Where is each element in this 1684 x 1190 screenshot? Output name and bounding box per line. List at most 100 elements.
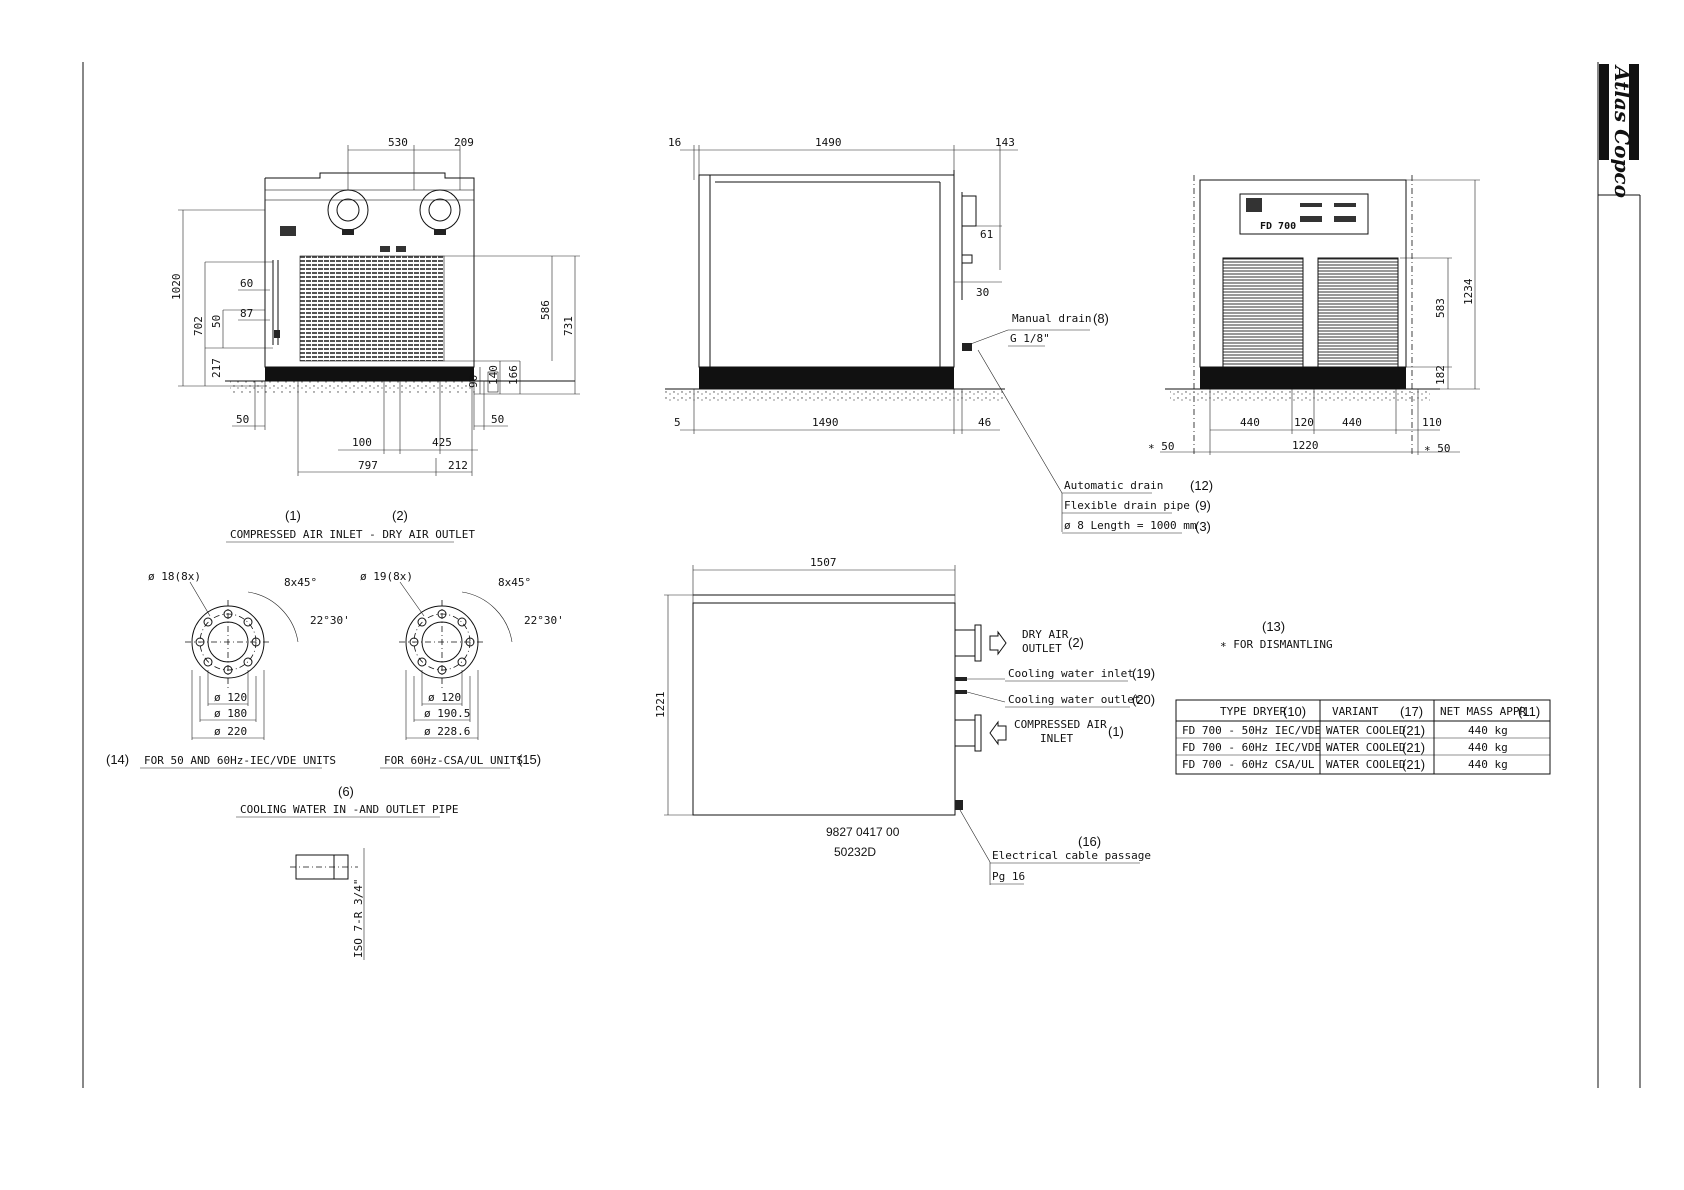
front-view: 530 209 1020 702 50 217 60 87 586 731 14… [170, 136, 580, 543]
svg-text:(21): (21) [1402, 757, 1425, 772]
svg-text:Manual drain: Manual drain [1012, 312, 1091, 325]
svg-text:22°30': 22°30' [310, 614, 350, 627]
svg-text:FD 700: FD 700 [1260, 221, 1296, 232]
svg-text:ø 18(8x): ø 18(8x) [148, 570, 201, 583]
header-type: TYPE DRYER [1220, 705, 1287, 718]
svg-text:(3): (3) [1195, 519, 1211, 534]
svg-text:425: 425 [432, 436, 452, 449]
svg-text:440: 440 [1240, 416, 1260, 429]
svg-text:50: 50 [210, 315, 223, 328]
svg-text:9827 0417 00: 9827 0417 00 [826, 825, 900, 839]
svg-text:440: 440 [1342, 416, 1362, 429]
svg-text:Pg 16: Pg 16 [992, 870, 1025, 883]
type-table: TYPE DRYER (10) VARIANT (17) NET MASS AP… [1175, 699, 1551, 775]
svg-text:61: 61 [980, 228, 993, 241]
svg-text:Cooling water outlet: Cooling water outlet [1008, 693, 1140, 706]
svg-text:182: 182 [1434, 365, 1447, 385]
svg-text:30: 30 [976, 286, 989, 299]
svg-text:Electrical cable passage: Electrical cable passage [992, 849, 1151, 862]
svg-text:(12): (12) [1190, 478, 1213, 493]
svg-text:22°30': 22°30' [524, 614, 564, 627]
svg-text:ø 8 Length = 1000 mm: ø 8 Length = 1000 mm [1064, 519, 1197, 532]
svg-text:Flexible drain pipe: Flexible drain pipe [1064, 499, 1190, 512]
svg-text:1221: 1221 [654, 692, 667, 719]
svg-text:ø 228.6: ø 228.6 [424, 725, 470, 738]
svg-text:(9): (9) [1195, 498, 1211, 513]
svg-text:(2): (2) [392, 508, 408, 523]
svg-text:(2): (2) [1068, 635, 1084, 650]
svg-text:WATER COOLED: WATER COOLED [1326, 758, 1405, 771]
svg-text:COMPRESSED AIR: COMPRESSED AIR [1014, 718, 1107, 731]
svg-text:ø 120: ø 120 [214, 691, 247, 704]
svg-text:50232D: 50232D [834, 845, 876, 859]
flange-detail-left: ø 18(8x) 8x45° 22°30' ø 120 ø 180 ø 220 … [106, 570, 350, 769]
svg-text:5: 5 [674, 416, 681, 429]
svg-text:(1): (1) [285, 508, 301, 523]
right-view: FD 700 583 1234 182 440 120 440 110 1220… [1148, 175, 1480, 455]
svg-text:(6): (6) [338, 784, 354, 799]
svg-text:COOLING WATER IN -AND OUTLET P: COOLING WATER IN -AND OUTLET PIPE [240, 803, 459, 816]
svg-text:60: 60 [240, 277, 253, 290]
svg-text:440 kg: 440 kg [1468, 741, 1508, 754]
svg-text:166: 166 [507, 365, 520, 385]
svg-text:90: 90 [467, 375, 480, 388]
svg-text:8x45°: 8x45° [284, 576, 317, 589]
svg-text:217: 217 [210, 358, 223, 378]
svg-text:440 kg: 440 kg [1468, 758, 1508, 771]
svg-text:16: 16 [668, 136, 681, 149]
svg-text:(17): (17) [1400, 704, 1423, 719]
header-mass: NET MASS APPR [1440, 705, 1526, 718]
svg-text:(15): (15) [518, 752, 541, 767]
svg-text:∗ FOR DISMANTLING: ∗ FOR DISMANTLING [1220, 638, 1333, 651]
side-view: 16 1490 143 61 30 5 1490 46 Manual drain… [665, 136, 1213, 534]
svg-text:ø 180: ø 180 [214, 707, 247, 720]
table-row: FD 700 - 60Hz IEC/VDE WATER COOLED (21) … [1182, 740, 1508, 755]
svg-text:46: 46 [978, 416, 991, 429]
svg-text:∗ 50: ∗ 50 [1424, 442, 1451, 455]
svg-text:209: 209 [454, 136, 474, 149]
svg-text:731: 731 [562, 316, 575, 336]
svg-text:586: 586 [539, 300, 552, 320]
svg-text:(1): (1) [1108, 724, 1124, 739]
top-view: 1507 1221 DRY AIR OUTLET (2) Cooling wat… [654, 556, 1155, 885]
svg-text:1490: 1490 [815, 136, 842, 149]
svg-text:8x45°: 8x45° [498, 576, 531, 589]
svg-text:50: 50 [491, 413, 504, 426]
svg-text:ISO 7-R 3/4": ISO 7-R 3/4" [352, 879, 365, 958]
svg-text:ø 220: ø 220 [214, 725, 247, 738]
svg-text:100: 100 [352, 436, 372, 449]
pipe-detail: (6) COOLING WATER IN -AND OUTLET PIPE IS… [236, 784, 459, 960]
svg-text:FD 700 - 60Hz CSA/UL: FD 700 - 60Hz CSA/UL [1182, 758, 1315, 771]
atlas-copco-logo: Atlas Copco [1599, 64, 1639, 198]
svg-text:(11): (11) [1518, 704, 1540, 719]
svg-text:(13): (13) [1262, 619, 1285, 634]
svg-text:FD 700 - 60Hz IEC/VDE: FD 700 - 60Hz IEC/VDE [1182, 741, 1321, 754]
svg-text:87: 87 [240, 307, 253, 320]
svg-text:Cooling water inlet: Cooling water inlet [1008, 667, 1134, 680]
header-variant: VARIANT [1332, 705, 1379, 718]
svg-text:120: 120 [1294, 416, 1314, 429]
svg-text:ø 120: ø 120 [428, 691, 461, 704]
svg-text:WATER COOLED: WATER COOLED [1326, 741, 1405, 754]
svg-text:1490: 1490 [812, 416, 839, 429]
svg-text:∗ 50: ∗ 50 [1148, 440, 1175, 453]
svg-text:(19): (19) [1132, 666, 1155, 681]
svg-text:(10): (10) [1283, 704, 1306, 719]
svg-text:1234: 1234 [1462, 278, 1475, 305]
svg-text:212: 212 [448, 459, 468, 472]
svg-text:140: 140 [487, 365, 500, 385]
svg-text:FD 700 - 50Hz IEC/VDE: FD 700 - 50Hz IEC/VDE [1182, 724, 1321, 737]
svg-text:INLET: INLET [1040, 732, 1073, 745]
table-header: TYPE DRYER (10) VARIANT (17) NET MASS AP… [1220, 704, 1540, 719]
svg-text:50: 50 [236, 413, 249, 426]
svg-text:(16): (16) [1078, 834, 1101, 849]
svg-text:COMPRESSED AIR INLET - DRY AIR: COMPRESSED AIR INLET - DRY AIR OUTLET [230, 528, 475, 541]
svg-text:530: 530 [388, 136, 408, 149]
dismantling-note: (13) ∗ FOR DISMANTLING [1220, 619, 1333, 651]
svg-text:1507: 1507 [810, 556, 837, 569]
svg-text:143: 143 [995, 136, 1015, 149]
svg-text:110: 110 [1422, 416, 1442, 429]
svg-text:(14): (14) [106, 752, 129, 767]
svg-text:440 kg: 440 kg [1468, 724, 1508, 737]
